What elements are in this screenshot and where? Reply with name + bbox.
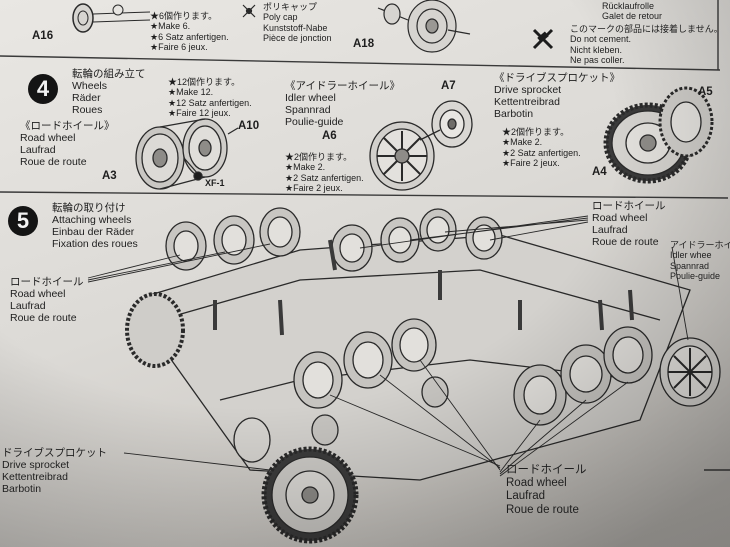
step4-idler-make2-note: ★2個作ります。★Make 2.★2 Satz anfertigen.★Fair… bbox=[285, 152, 364, 194]
part-a16-label: A16 bbox=[32, 30, 54, 42]
step4-sprocket-make2-note: ★2個作ります。★Make 2.★2 Satz anfertigen.★Fair… bbox=[502, 127, 581, 169]
xf1-paint-label: XF-1 bbox=[205, 178, 225, 188]
part-a3-label: A3 bbox=[102, 170, 117, 182]
step4-make12-note: ★12個作ります。★Make 12.★12 Satz anfertigen.★F… bbox=[168, 77, 252, 119]
part-a6-label: A6 bbox=[322, 130, 337, 142]
part-a4-label: A4 bbox=[592, 166, 607, 178]
part-a7-label: A7 bbox=[441, 80, 456, 92]
part-a18-label: A18 bbox=[353, 38, 375, 50]
part-a5-label: A5 bbox=[698, 86, 713, 98]
step4-number-badge: 4 bbox=[28, 74, 58, 104]
step5-number-badge: 5 bbox=[8, 206, 38, 236]
part-a10-label: A10 bbox=[238, 120, 260, 132]
make6-note: ★6個作ります。★Make 6.★6 Satz anfertigen.★Fair… bbox=[150, 11, 229, 53]
no-cement-note: このマークの部品には接着しません。Do not cement.Nicht kle… bbox=[570, 24, 723, 66]
